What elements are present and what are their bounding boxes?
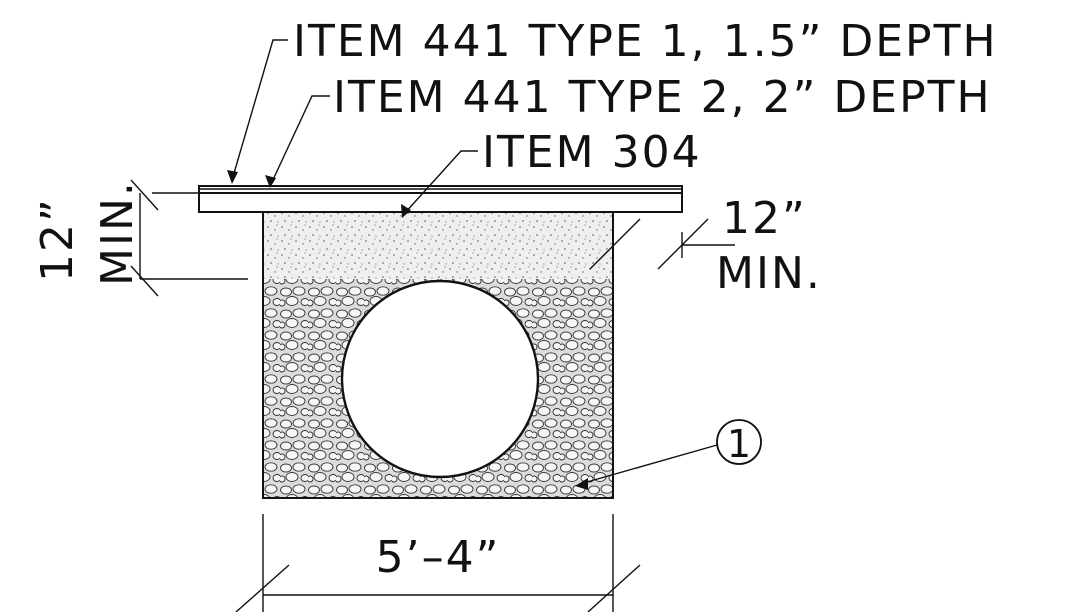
label-intermediate-course: ITEM 441 TYPE 2, 2” DEPTH	[333, 72, 992, 123]
pipe	[340, 279, 540, 479]
depth-dimension-note: MIN.	[92, 180, 143, 286]
trench-outline	[262, 211, 682, 499]
callout-circle	[716, 419, 762, 465]
leader-item-304	[403, 150, 478, 215]
pavement-base-layer	[198, 192, 683, 213]
label-base: ITEM 304	[482, 127, 702, 178]
label-surface-course: ITEM 441 TYPE 1, 1.5” DEPTH	[293, 16, 998, 67]
leader-intermediate-course	[270, 95, 330, 185]
side-dimension-value: 12”	[722, 193, 807, 244]
width-dimension: 5’–4”	[376, 532, 501, 583]
callout-number: 1	[727, 422, 751, 466]
depth-dimension-value: 12”	[32, 197, 83, 282]
side-dimension-note: MIN.	[716, 248, 822, 299]
base-backfill	[263, 212, 613, 279]
leader-surface-course	[231, 39, 288, 181]
